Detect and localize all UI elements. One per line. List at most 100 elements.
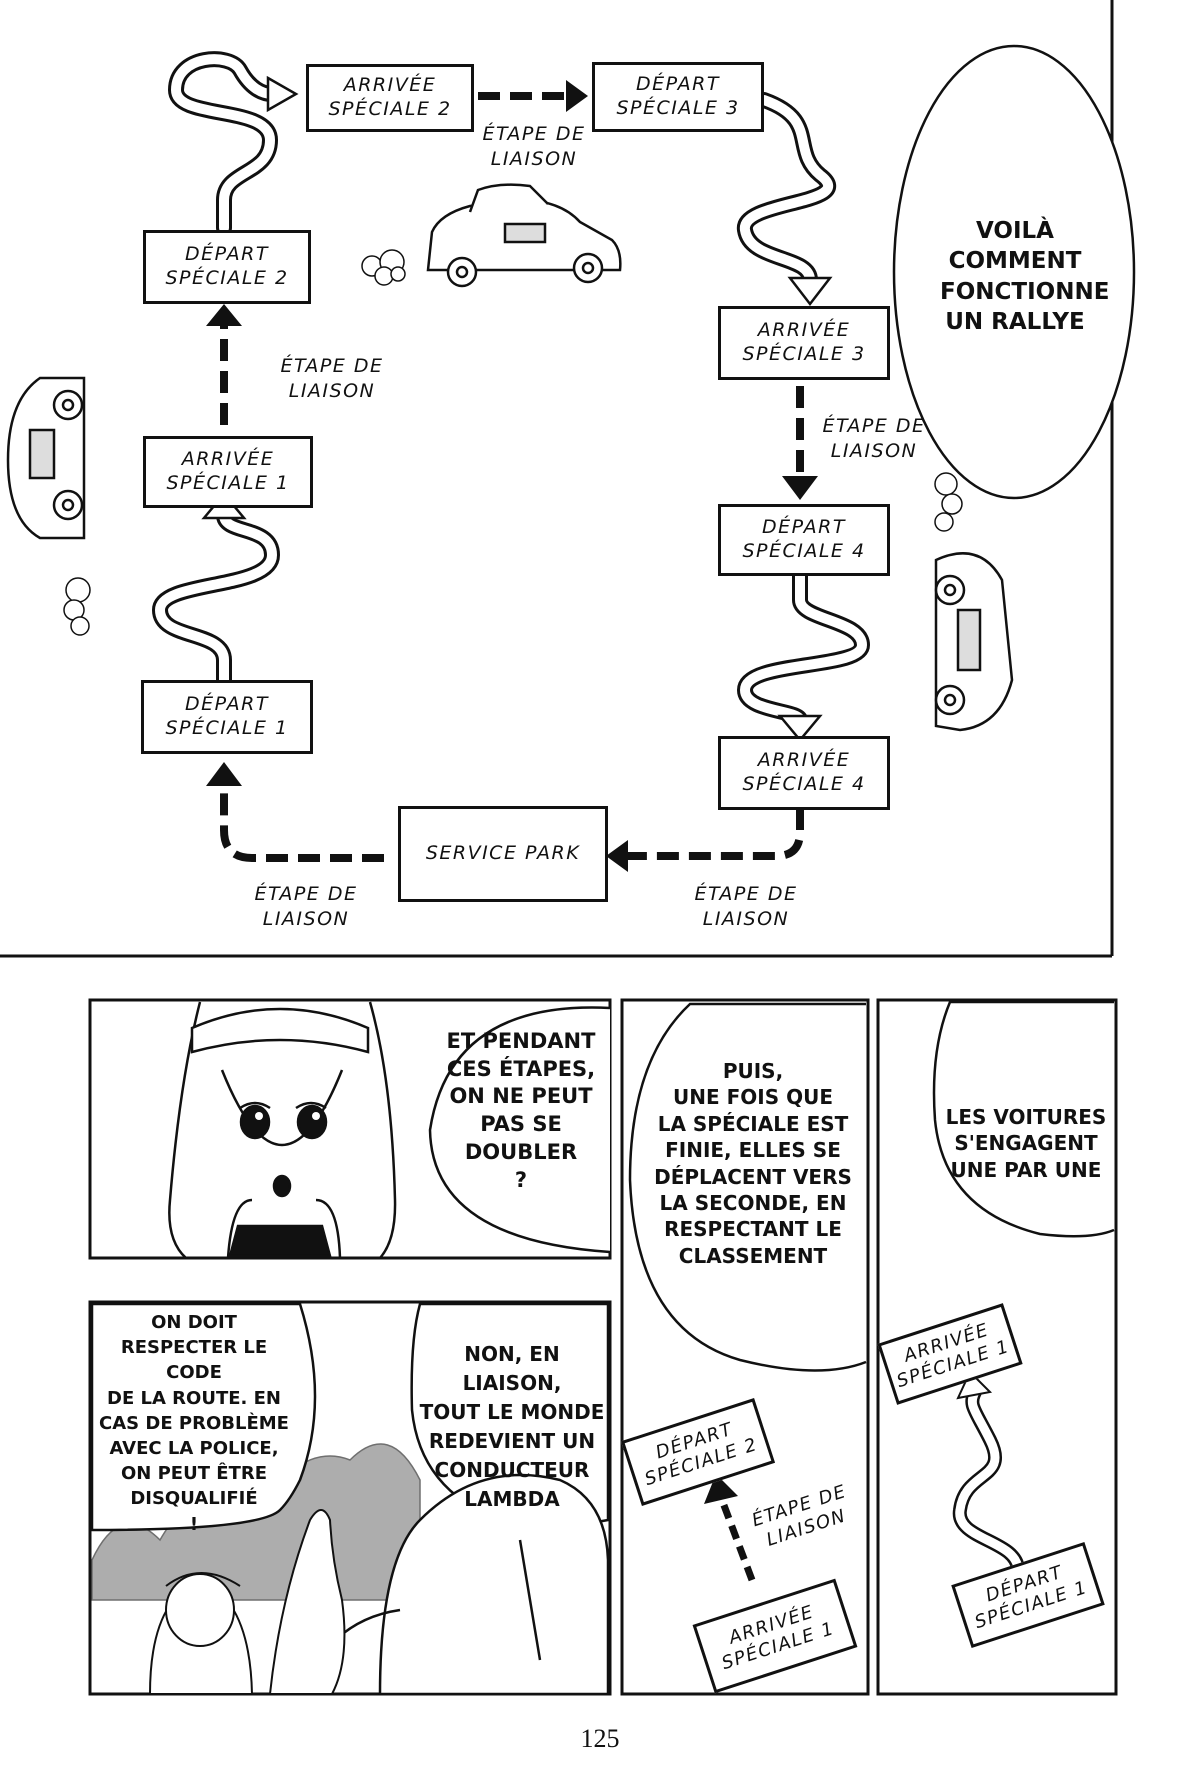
box-line-1: DÉPART: [762, 516, 846, 539]
panel2-liaison-arrow: [718, 1498, 756, 1582]
speech-bubble-rallye: [892, 44, 1136, 500]
bubble-line: CLASSEMENT: [678, 1243, 828, 1268]
panel4-bubble-left-text: ON DOIT RESPECTER LE CODE DE LA ROUTE. E…: [96, 1310, 292, 1537]
bubble-line: TOUT LE MONDE: [419, 1400, 605, 1424]
bubble-line: DISQUALIFIÉ: [130, 1488, 258, 1510]
box-line-1: DÉPART: [185, 693, 269, 716]
bubble-line: CONDUCTEUR: [434, 1458, 590, 1482]
box-line-1: ARRIVÉE: [343, 74, 437, 97]
dust-cloud-left-icon: [63, 577, 91, 636]
bubble-line: DOUBLER: [464, 1139, 578, 1164]
bubble-line: ?: [514, 1167, 528, 1192]
page-number: 125: [580, 1724, 620, 1753]
bubble-line: PUIS,: [722, 1059, 784, 1083]
box-line-1: SERVICE PARK: [425, 842, 581, 865]
panel2-bubble-shape: [628, 1002, 867, 1372]
bubble-line: LAMBDA: [464, 1487, 560, 1511]
dust-cloud-icon: [361, 249, 406, 286]
liaison-label-bottom-right: ÉTAPE DE LIAISON: [676, 882, 816, 931]
bubble-line: S'ENGAGENT: [954, 1131, 1098, 1156]
dust-cloud-right-icon: [934, 472, 963, 532]
bubble-line: CES ÉTAPES,: [446, 1056, 596, 1081]
rally-car-top-icon: [426, 183, 622, 288]
bubble-line: ON DOIT: [151, 1312, 237, 1333]
liaison-label-left: ÉTAPE DE LIAISON: [262, 354, 402, 403]
bubble-line: LA SECONDE, EN: [659, 1190, 847, 1215]
liaison-arrowheads: [206, 80, 818, 872]
panel2-bubble-text: PUIS, UNE FOIS QUE LA SPÉCIALE EST FINIE…: [648, 1058, 858, 1269]
man-back-art: [298, 1473, 610, 1696]
box-arrivee-speciale-2: ARRIVÉE SPÉCIALE 2: [306, 64, 474, 132]
box-arrivee-speciale-4: ARRIVÉE SPÉCIALE 4: [718, 736, 890, 810]
box-line-2: SPÉCIALE 3: [742, 343, 866, 365]
panel3-road-inner: [955, 1387, 1023, 1575]
pointing-hand-art: [268, 1509, 346, 1695]
liaison-line-1: ÉTAPE DE: [280, 355, 384, 377]
bubble-line: DÉPLACENT VERS: [654, 1164, 852, 1189]
bubble-line: UNE PAR UNE: [950, 1157, 1102, 1182]
box-line-2: SPÉCIALE 1: [166, 472, 290, 494]
rally-car-left-icon: [6, 376, 86, 540]
liaison-line-2: LIAISON: [490, 147, 578, 170]
bubble-line-4: UN RALLYE: [945, 309, 1085, 336]
bubble-line: LA SPÉCIALE EST: [657, 1111, 849, 1136]
panel4-bubble-left-shape: [90, 1302, 317, 1532]
box-line-1: DÉPART: [636, 73, 720, 96]
bubble-line: ON PEUT ÊTRE: [120, 1463, 267, 1485]
liaison-line-1: ÉTAPE DE: [254, 883, 358, 905]
bubble-line: ON NE PEUT: [449, 1084, 593, 1109]
box-depart-speciale-2: DÉPART SPÉCIALE 2: [143, 230, 311, 304]
box-service-park: SERVICE PARK: [398, 806, 608, 902]
girl-portrait-art: [168, 1001, 397, 1259]
bubble-line-3: FONCTIONNE: [940, 278, 1110, 305]
road-arrowheads: [201, 75, 833, 742]
liaison-label-right: ÉTAPE DE LIAISON: [804, 414, 944, 463]
bubble-line-1: VOILÀ: [976, 218, 1054, 244]
box-line-1: ARRIVÉE: [757, 749, 851, 772]
bubble-line: NON, EN LIAISON,: [462, 1342, 562, 1395]
small-girl-art: [148, 1572, 254, 1695]
liaison-line-2: LIAISON: [262, 907, 350, 930]
bubble-line-2: COMMENT: [948, 248, 1082, 275]
liaison-line-1: ÉTAPE DE: [694, 883, 798, 905]
bubble-line: ET PENDANT: [446, 1029, 596, 1053]
box-line-2: SPÉCIALE 3: [616, 97, 740, 119]
bubble-line: DE LA ROUTE. EN: [107, 1387, 281, 1409]
bubble-text-rallye: VOILÀ COMMENT FONCTIONNE UN RALLYE: [940, 216, 1110, 337]
liaison-line-1: ÉTAPE DE: [482, 123, 586, 145]
panel1-bubble-shape: [428, 1006, 611, 1254]
liaison-line-2: LIAISON: [288, 379, 376, 402]
box-depart-speciale-1: DÉPART SPÉCIALE 1: [141, 680, 313, 754]
liaison-line-2: LIAISON: [702, 907, 790, 930]
box-line-2: SPÉCIALE 2: [328, 98, 452, 120]
box-line-2: SPÉCIALE 4: [742, 773, 866, 795]
panel3-bubble-shape: [932, 1000, 1115, 1238]
bubble-line: UNE FOIS QUE: [673, 1085, 833, 1110]
box-line-1: DÉPART: [185, 243, 269, 266]
special-stage-roads-inner: [154, 54, 868, 725]
bubble-line: LES VOITURES: [945, 1105, 1107, 1129]
bubble-line: REDEVIENT UN: [428, 1429, 596, 1453]
panel4-bubble-right-text: NON, EN LIAISON, TOUT LE MONDE REDEVIENT…: [414, 1340, 610, 1514]
panel3-bubble-text: LES VOITURES S'ENGAGENT UNE PAR UNE: [944, 1104, 1108, 1183]
liaison-label-bottom-left: ÉTAPE DE LIAISON: [236, 882, 376, 931]
box-line-2: SPÉCIALE 4: [742, 540, 866, 562]
liaison-line-2: LIAISON: [830, 439, 918, 462]
panel2-arrowhead: [704, 1474, 738, 1504]
bubble-line: RESPECTER LE CODE: [120, 1337, 268, 1384]
box-arrivee-speciale-1: ARRIVÉE SPÉCIALE 1: [143, 436, 313, 508]
box-line-1: ARRIVÉE: [181, 448, 275, 471]
liaison-arrows: [220, 92, 804, 862]
bubble-line: FINIE, ELLES SE: [665, 1138, 841, 1163]
box-line-2: SPÉCIALE 1: [165, 717, 289, 739]
bubble-line: PAS SE: [480, 1112, 562, 1137]
box-depart-speciale-4: DÉPART SPÉCIALE 4: [718, 504, 890, 576]
box-depart-speciale-3: DÉPART SPÉCIALE 3: [592, 62, 764, 132]
box-arrivee-speciale-3: ARRIVÉE SPÉCIALE 3: [718, 306, 890, 380]
bubble-line: RESPECTANT LE: [664, 1217, 842, 1242]
bubble-line: AVEC LA POLICE,: [109, 1437, 279, 1459]
panel3-road-arrowhead: [956, 1370, 993, 1400]
rally-car-right-icon: [934, 552, 1014, 732]
bubble-line: CAS DE PROBLÈME: [99, 1412, 289, 1434]
